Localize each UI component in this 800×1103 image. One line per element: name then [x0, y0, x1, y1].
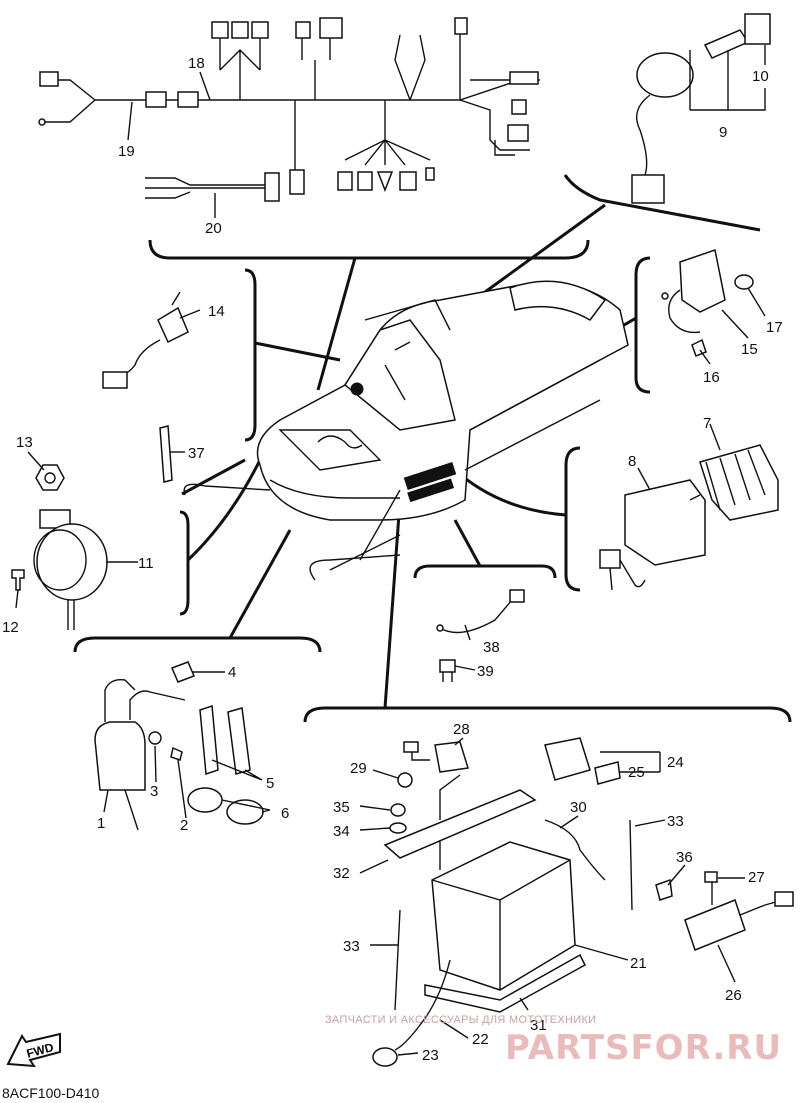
- cdi-unit: [599, 444, 779, 591]
- callout-20: 20: [205, 220, 222, 237]
- callout-38: 38: [483, 639, 500, 656]
- callout-22: 22: [472, 1031, 489, 1048]
- wire-harness: [38, 17, 540, 202]
- callout-35: 35: [333, 799, 350, 816]
- callout-numbers: 1 2 3 4 5 6 7 8 9 10 11 12 13 14 15 16 1…: [2, 55, 783, 1064]
- callout-30: 30: [570, 799, 587, 816]
- callout-18: 18: [188, 55, 205, 72]
- ignition-coil: [94, 661, 264, 831]
- callout-17: 17: [766, 319, 783, 336]
- callout-7: 7: [703, 415, 711, 432]
- callout-33a: 33: [667, 813, 684, 830]
- callout-leaders: [15, 45, 766, 1056]
- voltage-regulator: [661, 249, 754, 357]
- callout-33b: 33: [343, 938, 360, 955]
- callout-13: 13: [16, 434, 33, 451]
- callout-29: 29: [350, 760, 367, 777]
- callout-4: 4: [228, 664, 236, 681]
- diagram-code: 8ACF100-D410: [2, 1085, 100, 1101]
- callout-31: 31: [530, 1017, 547, 1034]
- wire-strap: [159, 425, 173, 483]
- main-switch: [631, 13, 771, 204]
- callout-19: 19: [118, 143, 135, 160]
- light-switch: [102, 291, 189, 389]
- callout-32: 32: [333, 865, 350, 882]
- callout-9: 9: [719, 124, 727, 141]
- callout-25: 25: [628, 764, 645, 781]
- callout-37: 37: [188, 445, 205, 462]
- callout-24: 24: [667, 754, 684, 771]
- group-brackets: [73, 174, 792, 723]
- callout-11: 11: [138, 555, 154, 572]
- fwd-label: FWD: [25, 1040, 55, 1061]
- callout-12: 12: [2, 619, 19, 636]
- callout-36: 36: [676, 849, 693, 866]
- callout-5: 5: [266, 775, 274, 792]
- callout-34: 34: [333, 823, 350, 840]
- callout-1: 1: [97, 815, 105, 832]
- callout-39: 39: [477, 663, 494, 680]
- forward-direction-icon: FWD: [6, 1032, 61, 1068]
- callout-26: 26: [725, 987, 742, 1004]
- callout-2: 2: [180, 817, 188, 834]
- snowmobile-illustration: [183, 280, 629, 581]
- callout-14: 14: [208, 303, 225, 320]
- callout-15: 15: [741, 341, 758, 358]
- callout-10: 10: [752, 68, 769, 85]
- callout-6: 6: [281, 805, 289, 822]
- callout-27: 27: [748, 869, 765, 886]
- watermark-caption: ЗАПЧАСТИ И АКСЕССУАРЫ ДЛЯ МОТОТЕХНИКИ: [325, 1014, 597, 1026]
- callout-23: 23: [422, 1047, 439, 1064]
- callout-8: 8: [628, 453, 636, 470]
- headlight: [11, 464, 108, 630]
- callout-16: 16: [703, 369, 720, 386]
- callout-3: 3: [150, 783, 158, 800]
- callout-28: 28: [453, 721, 470, 738]
- battery-assembly: [372, 737, 794, 1067]
- watermark-logo: PARTSFOR.RU: [505, 1028, 783, 1068]
- callout-21: 21: [630, 955, 647, 972]
